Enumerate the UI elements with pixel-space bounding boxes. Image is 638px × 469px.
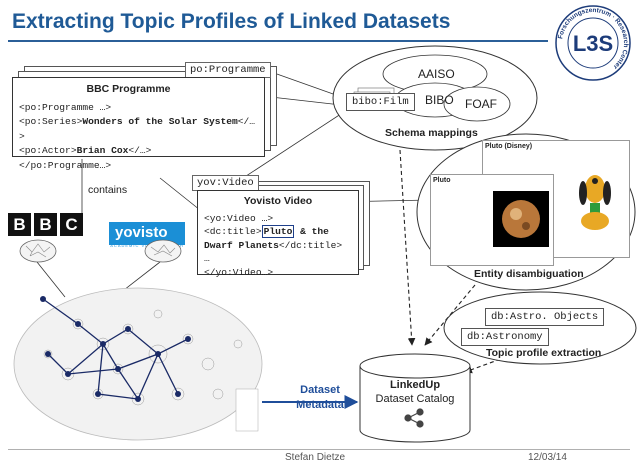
yovisto-logo-subtitle: ACADEMIC VIDEO SEARCH (110, 243, 182, 248)
footer-date: 12/03/14 (528, 452, 567, 463)
bibo-label: BIBO (425, 93, 454, 107)
entity-disambiguation-caption: Entity disambiguation (474, 268, 584, 280)
yovisto-line-2: <dc:title>Pluto & the (204, 225, 329, 238)
bbc-dataset-bubble (19, 239, 57, 263)
bbc-line-3: <po:Actor>Brian Cox</…> (19, 145, 152, 156)
yovisto-type-tag: yov:Video (192, 175, 259, 191)
title-underline (8, 40, 548, 42)
pluto-highlight: Pluto (261, 225, 295, 238)
pluto-planet-image (493, 191, 549, 247)
bibo-film-tag: bibo:Film (346, 93, 415, 111)
yovisto-line-4: … (204, 253, 210, 264)
wikipedia-pluto-planet: Pluto (430, 174, 554, 266)
logo-text: L3S (573, 31, 613, 56)
linked-data-cloud (13, 287, 263, 441)
footer-divider (8, 449, 630, 450)
yovisto-logo: yovisto (109, 222, 185, 245)
dataset-catalog-cylinder (359, 353, 471, 443)
bbc-programme-card: BBC Programme <po:Programme …> <po:Serie… (12, 77, 265, 171)
pluto-dog-image (579, 175, 611, 230)
catalog-title: LinkedUp (389, 379, 441, 391)
yovisto-line-1: <yo:Video …> (204, 212, 274, 224)
contains-label: contains (88, 184, 128, 196)
topic-profile-caption: Topic profile extraction (486, 347, 602, 359)
yovisto-line-5: </yo:Video…> (204, 266, 274, 278)
yovisto-card-heading: Yovisto Video (243, 195, 313, 207)
slide-title: Extracting Topic Profiles of Linked Data… (12, 10, 451, 33)
topic-tag-astro-objects: db:Astro. Objects (485, 308, 605, 326)
aaiso-label: AAISO (418, 67, 455, 81)
yovisto-dataset-bubble (144, 239, 182, 263)
yovisto-video-card: Yovisto Video <yo:Video …> <dc:title>Plu… (197, 190, 359, 278)
footer-author: Stefan Dietze (285, 452, 346, 463)
l3s-logo: Forschungszentrum · Research Center L3S (555, 5, 631, 81)
topic-tag-astronomy: db:Astronomy (461, 328, 549, 346)
bbc-line-2: <po:Series>Wonders of the Solar System</… (19, 116, 256, 142)
dataset-metadata-label: Dataset Metadata (296, 384, 344, 411)
foaf-label: FOAF (465, 97, 497, 111)
catalog-subtitle: Dataset Catalog (375, 393, 455, 405)
bbc-line-1: <po:Programme …> (19, 101, 112, 113)
bbc-type-tag: po:Programme (185, 62, 271, 78)
yovisto-line-3: Dwarf Planets</dc:title> (204, 239, 343, 251)
bbc-card-heading: BBC Programme (86, 83, 171, 95)
bbc-line-4: </po:Programme…> (19, 159, 112, 171)
schema-mappings-caption: Schema mappings (385, 127, 478, 139)
